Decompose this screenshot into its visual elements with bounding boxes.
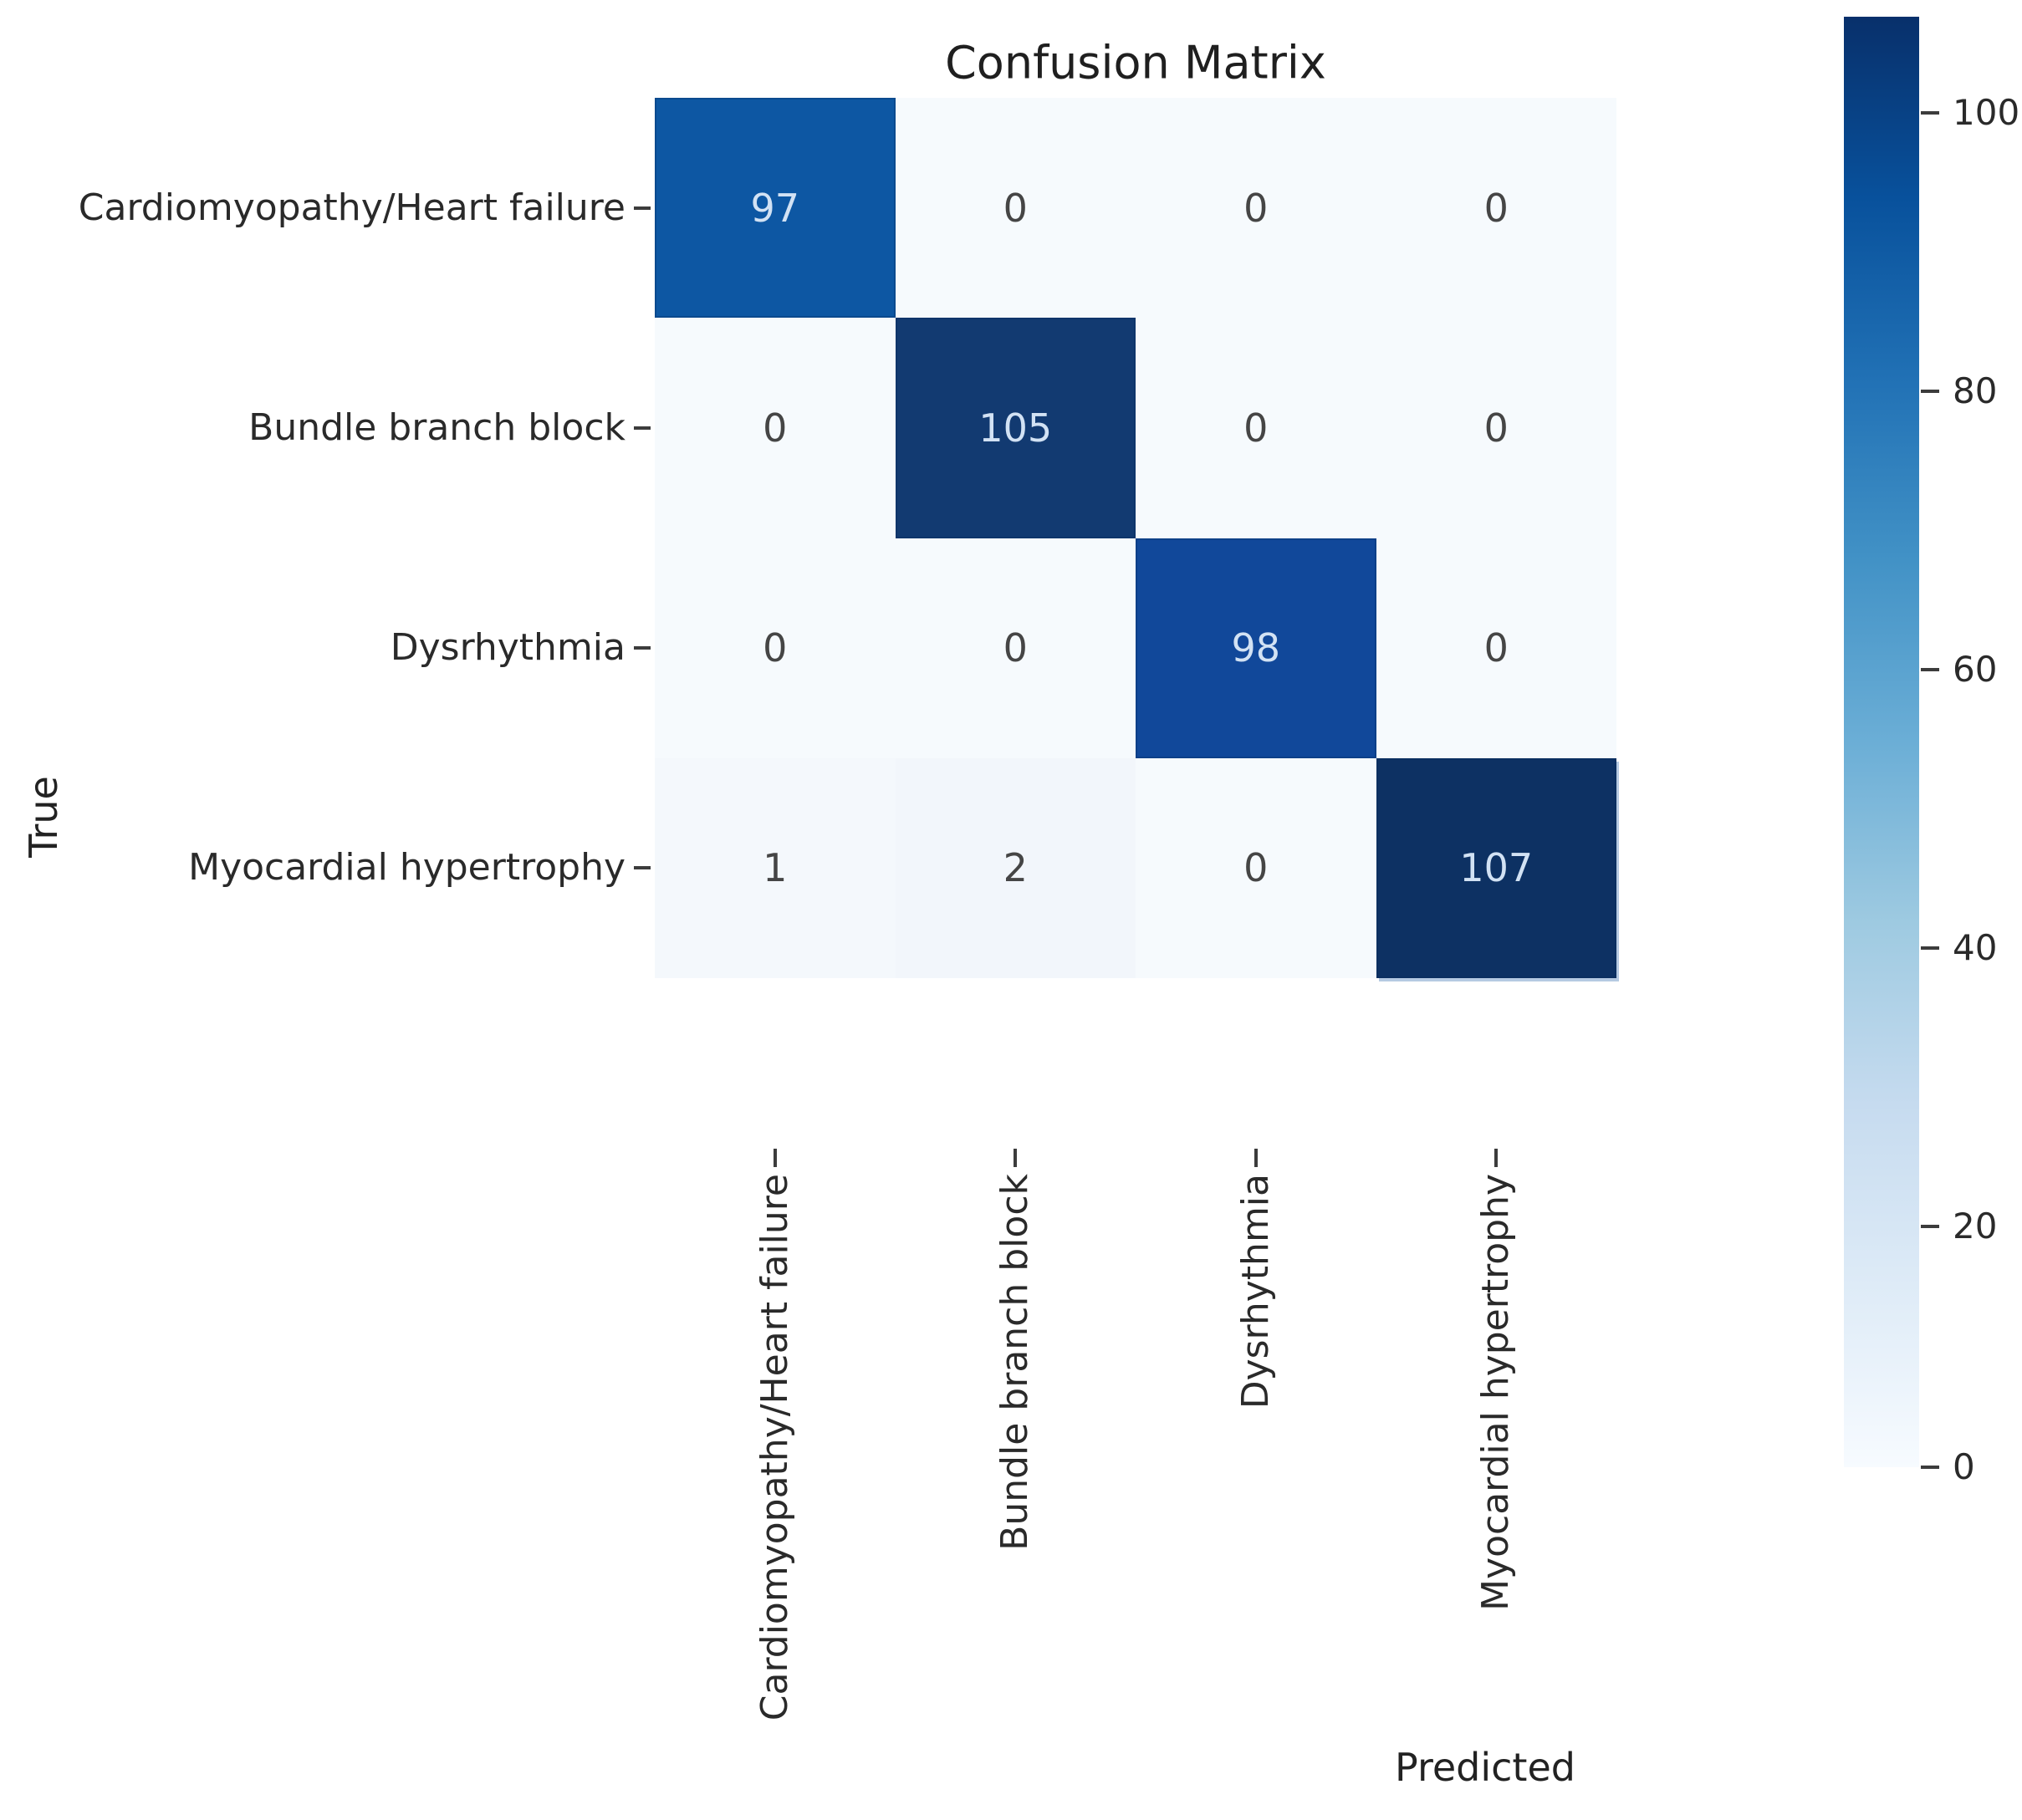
colorbar-gradient <box>1844 17 1919 1467</box>
colorbar-tick-label-20: 20 <box>1953 1206 1998 1246</box>
y-tick-mark <box>634 426 651 430</box>
y-tick-mark <box>634 866 651 869</box>
colorbar-tick-mark <box>1921 111 1939 115</box>
heatmap-cell: 0 <box>895 538 1136 758</box>
heatmap-cell: 0 <box>655 538 896 758</box>
colorbar-tick-mark <box>1921 668 1939 671</box>
x-tick-mark <box>774 1149 777 1167</box>
row-label-dysrhythmia: Dysrhythmia <box>390 626 625 669</box>
y-tick-mark <box>634 646 651 650</box>
col-label-text: Bundle branch block <box>993 1174 1036 1551</box>
heatmap-cell: 0 <box>1136 98 1376 319</box>
col-label-myocardial-hypertrophy: Myocardial hypertrophy <box>1474 1174 1518 1717</box>
heatmap-cell: 0 <box>895 98 1136 319</box>
row-label-myocardial-hypertrophy: Myocardial hypertrophy <box>188 846 625 889</box>
col-label-dysrhythmia: Dysrhythmia <box>1234 1174 1278 1717</box>
x-tick-mark <box>1254 1149 1258 1167</box>
row-label-cardiomyopathy: Cardiomyopathy/Heart failure <box>78 186 625 229</box>
y-axis-title: True <box>21 776 66 858</box>
col-label-bundle-branch-block: Bundle branch block <box>993 1174 1037 1717</box>
y-tick-mark <box>634 206 651 210</box>
heatmap-grid: 97 0 0 0 0 105 0 0 0 0 98 0 1 2 0 107 <box>655 98 1616 978</box>
heatmap-cell: 0 <box>1376 98 1616 319</box>
heatmap-cell: 0 <box>655 318 896 538</box>
heatmap-cell: 107 <box>1376 757 1616 978</box>
col-label-text: Myocardial hypertrophy <box>1474 1174 1517 1611</box>
heatmap-cell: 2 <box>895 757 1136 978</box>
colorbar-tick-label-100: 100 <box>1953 92 2020 133</box>
x-axis-title: Predicted <box>1395 1745 1575 1790</box>
colorbar-tick-label-0: 0 <box>1953 1446 1975 1487</box>
row-label-bundle-branch-block: Bundle branch block <box>248 406 625 449</box>
colorbar-tick-mark <box>1921 1225 1939 1228</box>
heatmap-cell: 1 <box>655 757 896 978</box>
colorbar-tick-label-40: 40 <box>1953 927 1998 968</box>
colorbar-tick-mark <box>1921 946 1939 950</box>
x-tick-mark <box>1494 1149 1498 1167</box>
chart-title: Confusion Matrix <box>945 36 1326 89</box>
x-tick-mark <box>1014 1149 1017 1167</box>
col-label-text: Dysrhythmia <box>1234 1174 1277 1410</box>
heatmap-cell: 0 <box>1136 757 1376 978</box>
col-label-cardiomyopathy: Cardiomyopathy/Heart failure <box>753 1174 797 1721</box>
heatmap-cell: 98 <box>1136 538 1376 758</box>
colorbar-tick-label-80: 80 <box>1953 370 1998 411</box>
col-label-text: Cardiomyopathy/Heart failure <box>753 1174 796 1721</box>
heatmap-cell: 97 <box>655 98 896 319</box>
heatmap-cell: 105 <box>895 318 1136 538</box>
colorbar-tick-label-60: 60 <box>1953 649 1998 690</box>
colorbar-tick-mark <box>1921 390 1939 393</box>
heatmap-cell: 0 <box>1136 318 1376 538</box>
heatmap-cell: 0 <box>1376 538 1616 758</box>
heatmap-cell: 0 <box>1376 318 1616 538</box>
colorbar-tick-mark <box>1921 1466 1939 1469</box>
